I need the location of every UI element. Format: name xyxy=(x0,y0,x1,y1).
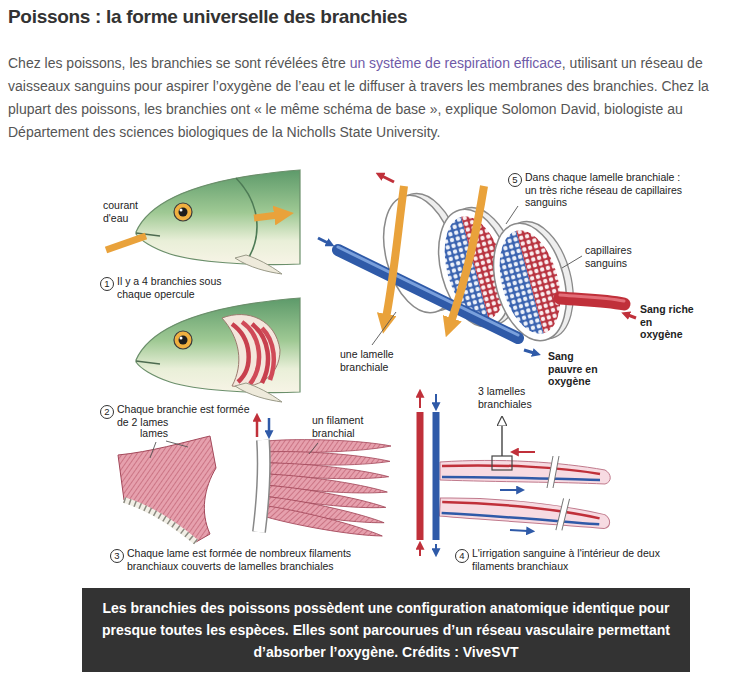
step-text: Chaque lame est formée de nombreux filam… xyxy=(127,547,363,572)
callout-number: 4 xyxy=(455,549,469,563)
gill-chamber xyxy=(222,315,280,387)
leader-line xyxy=(309,443,318,454)
filament xyxy=(440,456,610,488)
fish-head xyxy=(106,170,300,274)
leader-line xyxy=(150,442,156,458)
part-label: un filament branchial xyxy=(312,414,374,439)
zoom-arrow xyxy=(501,424,502,456)
water-flow-arrow xyxy=(254,215,278,218)
part-label: capillaires sanguins xyxy=(585,244,647,269)
blood-arrow xyxy=(268,418,271,432)
water-flow-arrow xyxy=(451,186,484,322)
callout-number: 2 xyxy=(100,405,114,419)
part-label: 3 lamelles branchiales xyxy=(478,385,540,410)
article-heading: Poissons : la forme universelle des bran… xyxy=(8,6,407,28)
filament-irrigation xyxy=(420,394,611,556)
leader-line xyxy=(372,312,396,345)
part-label: une lamelle branchiale xyxy=(340,348,412,373)
callout-number: 3 xyxy=(110,549,124,563)
artery xyxy=(417,412,424,540)
gill-arch xyxy=(118,436,216,542)
filament xyxy=(439,492,611,533)
step-text: Il y a 4 branchies sous chaque opercule xyxy=(117,275,232,300)
step-text: Chaque branchie est formée de 2 lames xyxy=(117,403,259,428)
water-flow-arrow xyxy=(106,236,146,250)
operculum xyxy=(236,178,257,262)
step-text: Dans chaque lamelle branchiale : un très… xyxy=(525,171,687,209)
blood-label: Sang riche en oxygène xyxy=(640,303,696,341)
leader-line xyxy=(506,206,518,224)
leader-line xyxy=(562,256,582,268)
intro-paragraph: Chez les poissons, les branchies se sont… xyxy=(8,52,746,144)
paragraph-link: un système de respiration efficace xyxy=(350,55,562,71)
blood-arrow xyxy=(256,420,259,437)
water-flow-arrow xyxy=(386,186,404,318)
vein-pipe xyxy=(338,250,518,338)
part-label: lames xyxy=(140,427,168,440)
figure-caption: Les branchies des poissons possèdent une… xyxy=(82,588,690,672)
zoom-box xyxy=(492,456,512,470)
step-text: L'irrigation sanguine à l'intérieur de d… xyxy=(472,547,677,572)
leader-line xyxy=(166,441,188,447)
callout-number: 1 xyxy=(100,277,114,291)
blood-label: Sang pauvre en oxygène xyxy=(548,350,610,388)
callout-number: 5 xyxy=(508,173,522,187)
fish-head-open xyxy=(136,298,300,402)
paragraph-text: Chez les poissons, les branchies se sont… xyxy=(8,55,346,71)
vein xyxy=(433,412,440,540)
flow-label: courant d'eau xyxy=(103,199,155,224)
